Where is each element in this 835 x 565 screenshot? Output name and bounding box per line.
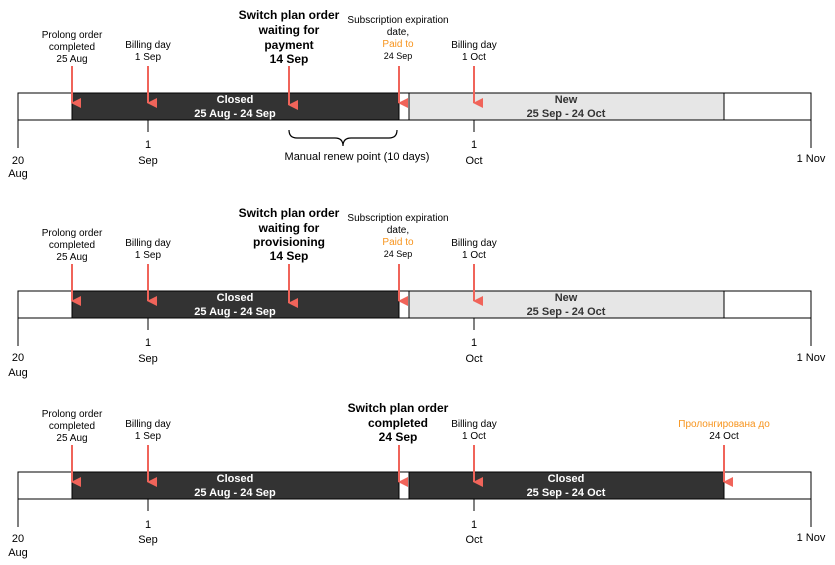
annotation-line: 14 Sep bbox=[270, 52, 309, 66]
tick-label: 20 bbox=[12, 155, 24, 167]
annotation-line: Prolong order bbox=[42, 409, 103, 420]
bar-title: New bbox=[555, 94, 578, 106]
tick-label: Oct bbox=[465, 155, 482, 167]
tick-label: 20 bbox=[12, 533, 24, 545]
annotation-line: 14 Sep bbox=[270, 249, 309, 263]
new-period-bar bbox=[408, 92, 725, 121]
closed-period-bar bbox=[71, 471, 400, 500]
annotation-line: 1 Oct bbox=[462, 52, 486, 63]
annotation-line: Prolong order bbox=[42, 30, 103, 41]
tick-label: Aug bbox=[8, 547, 28, 559]
annotation-line: Пролонгирована до bbox=[678, 419, 770, 430]
timeline-1: Closed 25 Aug - 24 Sep New 25 Sep - 24 O… bbox=[8, 8, 826, 180]
tick-label: 1 Nov bbox=[797, 352, 826, 364]
tick-label: Oct bbox=[465, 534, 482, 546]
tick-label: 1 bbox=[145, 519, 151, 531]
tick-label: 1 Nov bbox=[797, 153, 826, 165]
annotation-line: 24 Sep bbox=[384, 249, 413, 259]
annotation-line: Switch plan order bbox=[239, 206, 340, 220]
annotation-line: Paid to bbox=[382, 39, 414, 50]
annotation-line: 1 Sep bbox=[135, 250, 162, 261]
annotation-line: 1 Sep bbox=[135, 52, 162, 63]
annotation-line: completed bbox=[49, 42, 95, 53]
annotation-line: 24 Sep bbox=[379, 430, 418, 444]
annotation-line: Switch plan order bbox=[348, 401, 449, 415]
annotation-line: Subscription expiration bbox=[347, 213, 448, 224]
annotation-line: Billing day bbox=[125, 40, 171, 51]
bar-title: Closed bbox=[217, 94, 254, 106]
annotation-line: Subscription expiration bbox=[347, 15, 448, 26]
tick-label: Aug bbox=[8, 168, 28, 180]
tick-label: 1 bbox=[471, 139, 477, 151]
annotation-line: payment bbox=[264, 38, 313, 52]
annotation-line: Prolong order bbox=[42, 228, 103, 239]
tick-label: 1 bbox=[471, 337, 477, 349]
annotation-line: 1 Sep bbox=[135, 431, 162, 442]
closed-period-bar bbox=[71, 92, 400, 121]
annotation-line: waiting for bbox=[258, 221, 320, 235]
bar-title: Closed bbox=[217, 292, 254, 304]
tick-label: Aug bbox=[8, 367, 28, 379]
annotation-line: Billing day bbox=[125, 419, 171, 430]
annotation-line: Paid to bbox=[382, 237, 414, 248]
annotation-line: waiting for bbox=[258, 23, 320, 37]
annotation-line: Billing day bbox=[451, 40, 497, 51]
annotation-line: provisioning bbox=[253, 235, 325, 249]
bar-period: 25 Sep - 24 Oct bbox=[527, 306, 606, 318]
annotation-line: date, bbox=[387, 225, 409, 236]
annotation-line: 1 Oct bbox=[462, 250, 486, 261]
tick-label: 1 Nov bbox=[797, 532, 826, 544]
annotation-line: Billing day bbox=[125, 238, 171, 249]
bar-period: 25 Aug - 24 Sep bbox=[194, 306, 276, 318]
annotation-line: Billing day bbox=[451, 238, 497, 249]
new-period-bar bbox=[408, 290, 725, 319]
tick-label: 1 bbox=[145, 337, 151, 349]
annotation-line: 24 Oct bbox=[709, 431, 739, 442]
annotation-line: 25 Aug bbox=[56, 54, 87, 65]
annotation-line: date, bbox=[387, 27, 409, 38]
annotation-line: completed bbox=[368, 416, 428, 430]
annotation-line: 24 Sep bbox=[384, 51, 413, 61]
bar-period: 25 Aug - 24 Sep bbox=[194, 487, 276, 499]
annotation-line: 1 Oct bbox=[462, 431, 486, 442]
brace-icon bbox=[288, 129, 398, 147]
tick-label: Sep bbox=[138, 534, 158, 546]
annotation-line: Billing day bbox=[451, 419, 497, 430]
bar-title: Closed bbox=[217, 473, 254, 485]
brace-label: Manual renew point (10 days) bbox=[285, 151, 430, 163]
tick-label: 1 bbox=[471, 519, 477, 531]
bar-title: New bbox=[555, 292, 578, 304]
closed-period-bar bbox=[71, 290, 400, 319]
tick-label: Sep bbox=[138, 353, 158, 365]
annotation-line: Switch plan order bbox=[239, 8, 340, 22]
bar-period: 25 Aug - 24 Sep bbox=[194, 108, 276, 120]
tick-label: Sep bbox=[138, 155, 158, 167]
tick-label: 20 bbox=[12, 352, 24, 364]
tick-label: 1 bbox=[145, 139, 151, 151]
tick-label: Oct bbox=[465, 353, 482, 365]
annotation-line: 25 Aug bbox=[56, 433, 87, 444]
bar-period: 25 Sep - 24 Oct bbox=[527, 487, 606, 499]
timeline-2: Closed 25 Aug - 24 Sep New 25 Sep - 24 O… bbox=[8, 206, 826, 379]
bar-title: Closed bbox=[548, 473, 585, 485]
timeline-3: Closed 25 Aug - 24 Sep Closed 25 Sep - 2… bbox=[8, 401, 826, 559]
bar-period: 25 Sep - 24 Oct bbox=[527, 108, 606, 120]
annotation-line: completed bbox=[49, 240, 95, 251]
annotation-line: 25 Aug bbox=[56, 252, 87, 263]
annotation-line: completed bbox=[49, 421, 95, 432]
